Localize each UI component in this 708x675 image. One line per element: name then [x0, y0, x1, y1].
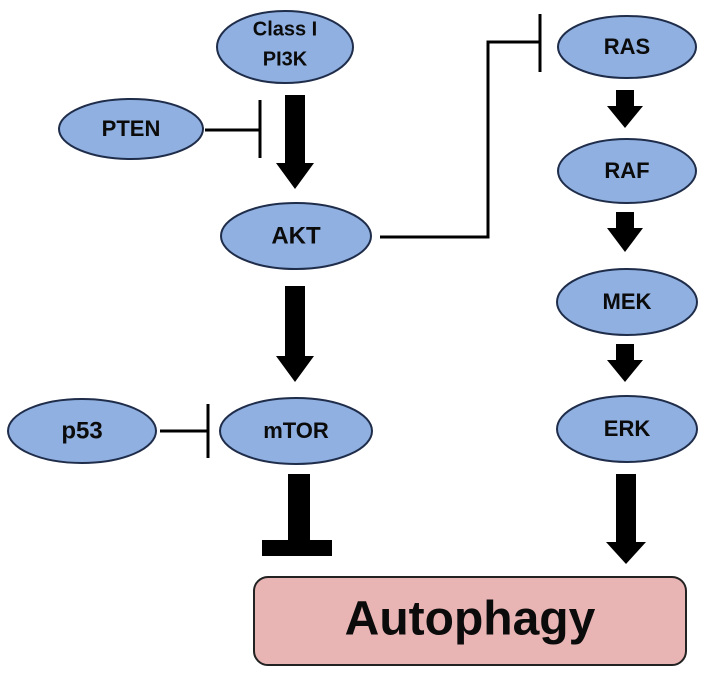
- node-raf: RAF: [557, 138, 697, 204]
- node-erk-label: ERK: [604, 416, 651, 441]
- edge-erk-to-autophagy: [606, 474, 646, 564]
- node-mtor: mTOR: [219, 397, 373, 465]
- node-akt: AKT: [220, 202, 372, 270]
- node-pten: PTEN: [58, 98, 204, 160]
- node-ras: RAS: [557, 15, 697, 79]
- edge-pi3k-to-akt: [276, 95, 314, 189]
- node-class1-pi3k-label-line1: Class I: [253, 18, 317, 40]
- node-akt-label: AKT: [271, 222, 321, 249]
- node-mtor-label: mTOR: [263, 418, 329, 443]
- edge-akt-to-mtor: [276, 286, 314, 382]
- edge-mtor-inhibits-autophagy: [262, 474, 332, 556]
- node-ras-label: RAS: [604, 34, 650, 59]
- edge-akt-inhibits-ras: [380, 14, 542, 239]
- node-pten-label: PTEN: [102, 116, 161, 141]
- outcome-autophagy: Autophagy: [253, 576, 687, 666]
- node-p53: p53: [7, 398, 157, 464]
- node-mek-label: MEK: [603, 289, 652, 314]
- node-class1-pi3k: Class I PI3K: [216, 10, 354, 84]
- edge-p53-inhibits-mtor: [160, 404, 210, 458]
- node-p53-label: p53: [61, 417, 102, 444]
- outcome-autophagy-label: Autophagy: [345, 593, 596, 646]
- edge-ras-to-raf: [607, 90, 643, 128]
- node-raf-label: RAF: [604, 158, 649, 183]
- node-erk: ERK: [556, 395, 698, 463]
- node-mek: MEK: [556, 268, 698, 336]
- node-class1-pi3k-label-line2: PI3K: [263, 48, 308, 70]
- edge-pten-inhibits-akt: [205, 100, 262, 158]
- edge-mek-to-erk: [607, 344, 643, 382]
- edge-raf-to-mek: [607, 212, 643, 252]
